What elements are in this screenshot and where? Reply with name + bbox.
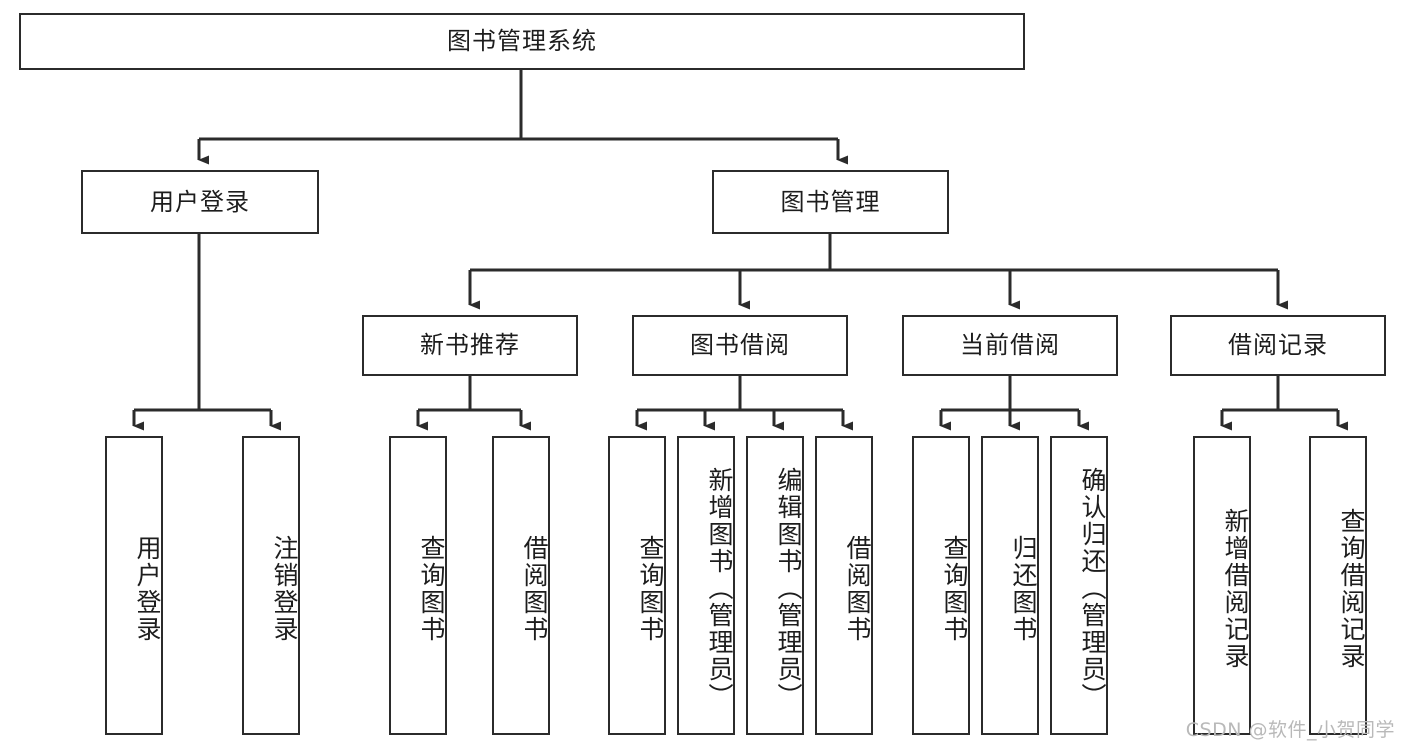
node-label: 查询图书 [636,534,665,643]
node-label: 归还图书 [1009,534,1038,643]
node-book-borrow[interactable]: 图书借阅 [632,315,848,376]
node-label: 借阅记录 [1228,331,1328,360]
node-label: 新增借阅记录 [1221,507,1250,670]
node-label: 注销登录 [270,534,299,643]
leaf-logout[interactable]: 注销登录 [242,436,300,735]
leaf-return-book[interactable]: 归还图书 [981,436,1039,735]
node-label: 当前借阅 [960,331,1060,360]
node-label: 新增图书（管理员） [705,467,734,710]
node-label: 图书借阅 [690,331,790,360]
leaf-query-book-1[interactable]: 查询图书 [389,436,447,735]
node-label: 借阅图书 [843,534,872,643]
leaf-user-login[interactable]: 用户登录 [105,436,163,735]
node-label: 借阅图书 [520,534,549,643]
leaf-query-record[interactable]: 查询借阅记录 [1309,436,1367,735]
leaf-edit-book[interactable]: 编辑图书（管理员） [746,436,804,735]
node-root-library-system[interactable]: 图书管理系统 [19,13,1025,70]
leaf-borrow-book-2[interactable]: 借阅图书 [815,436,873,735]
node-user-login[interactable]: 用户登录 [81,170,319,234]
node-label: 图书管理系统 [447,27,597,56]
node-label: 确认归还（管理员） [1078,467,1107,710]
node-label: 查询图书 [417,534,446,643]
node-label: 用户登录 [133,534,162,643]
node-label: 查询图书 [940,534,969,643]
node-book-manage[interactable]: 图书管理 [712,170,949,234]
node-label: 用户登录 [150,187,250,216]
leaf-add-record[interactable]: 新增借阅记录 [1193,436,1251,735]
leaf-confirm-return[interactable]: 确认归还（管理员） [1050,436,1108,735]
node-label: 图书管理 [780,187,881,216]
leaf-query-book-2[interactable]: 查询图书 [608,436,666,735]
node-current-borrow[interactable]: 当前借阅 [902,315,1118,376]
leaf-add-book[interactable]: 新增图书（管理员） [677,436,735,735]
leaf-borrow-book-1[interactable]: 借阅图书 [492,436,550,735]
node-label: 新书推荐 [420,331,520,360]
node-new-book-recommend[interactable]: 新书推荐 [362,315,578,376]
node-borrow-record[interactable]: 借阅记录 [1170,315,1386,376]
node-label: 编辑图书（管理员） [774,467,803,710]
leaf-query-book-3[interactable]: 查询图书 [912,436,970,735]
node-label: 查询借阅记录 [1337,507,1366,670]
